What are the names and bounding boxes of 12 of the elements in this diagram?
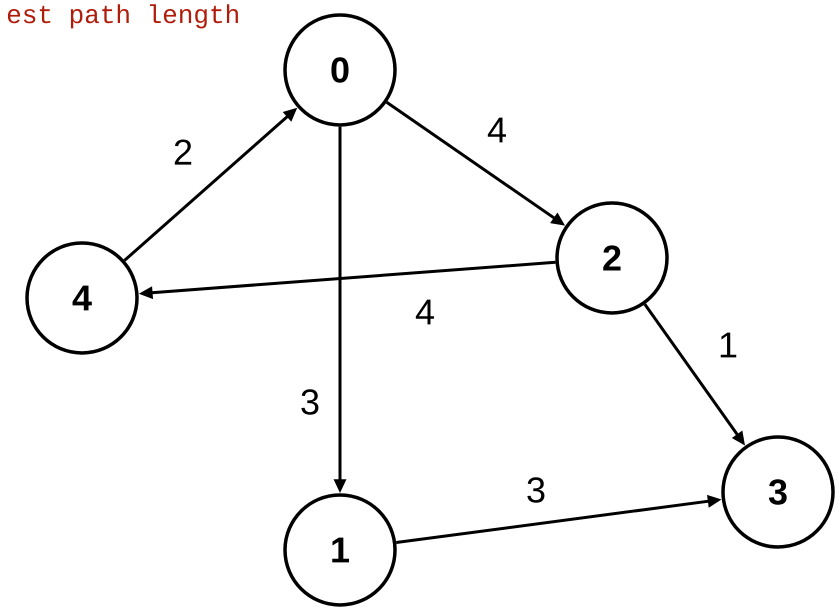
graph-node: 1 [283,493,397,607]
edge-label: 3 [301,389,318,415]
graph-node: 3 [721,435,835,549]
title: est path length [8,4,238,28]
graph-node: 2 [555,201,669,315]
graph-node: 4 [25,241,139,355]
edge-label: 4 [488,118,506,142]
edge-label: 2 [174,139,192,165]
edge-label: 4 [416,300,434,324]
edge-label: 3 [527,477,544,503]
edge-label: 1 [720,332,736,358]
graph-node: 0 [283,13,397,127]
